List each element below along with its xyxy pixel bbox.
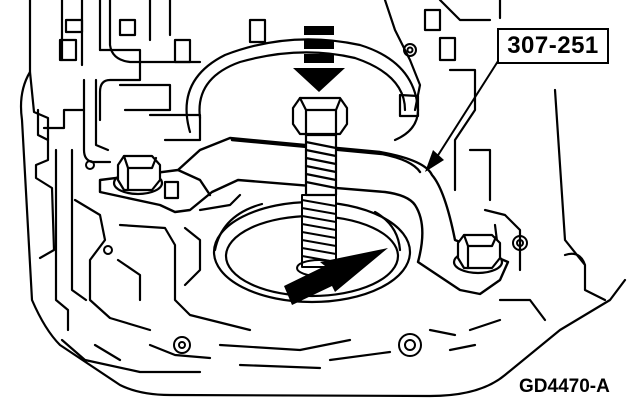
left-nut xyxy=(112,154,180,200)
tool-number-label: 307-251 xyxy=(507,32,599,59)
mounting-holes xyxy=(85,43,528,357)
forcing-screw xyxy=(291,96,349,197)
right-nut xyxy=(452,233,504,275)
threaded-rod xyxy=(296,194,342,277)
pointer-arrow xyxy=(284,248,388,305)
figure-code: GD4470-A xyxy=(519,376,610,397)
tool-bracket xyxy=(98,136,510,296)
label-leader-line xyxy=(425,57,501,172)
upper-servo-bore xyxy=(185,38,420,142)
tool-number-callout: 307-251 xyxy=(497,28,609,64)
downward-force-arrow xyxy=(293,26,345,92)
